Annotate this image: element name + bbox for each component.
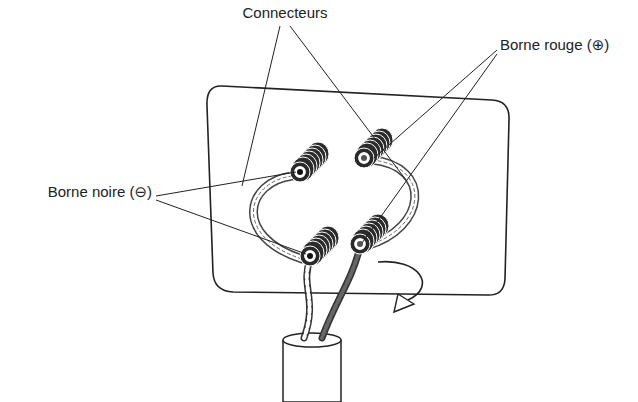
post-hole <box>297 169 303 175</box>
post-face <box>304 250 317 263</box>
post-hole <box>357 241 363 247</box>
post-face <box>290 162 310 182</box>
binding-posts <box>290 128 393 266</box>
post-face <box>354 148 374 168</box>
binding-post <box>300 226 339 266</box>
post-face <box>350 234 370 254</box>
post-face <box>300 246 320 266</box>
callout-label: Borne noire (⊖) <box>48 183 152 201</box>
speaker-cable <box>283 333 341 402</box>
post-hole <box>361 155 367 161</box>
binding-post <box>290 142 329 182</box>
binding-post <box>354 128 393 168</box>
post-hole <box>307 253 313 259</box>
callout-label: Borne rouge (⊕) <box>500 36 609 54</box>
twisted-wire <box>304 247 360 338</box>
post-face <box>358 152 371 165</box>
callout-label: Connecteurs <box>242 4 327 22</box>
tighten-arrow <box>378 262 422 312</box>
binding-post <box>350 214 389 254</box>
leader-line <box>156 26 497 254</box>
